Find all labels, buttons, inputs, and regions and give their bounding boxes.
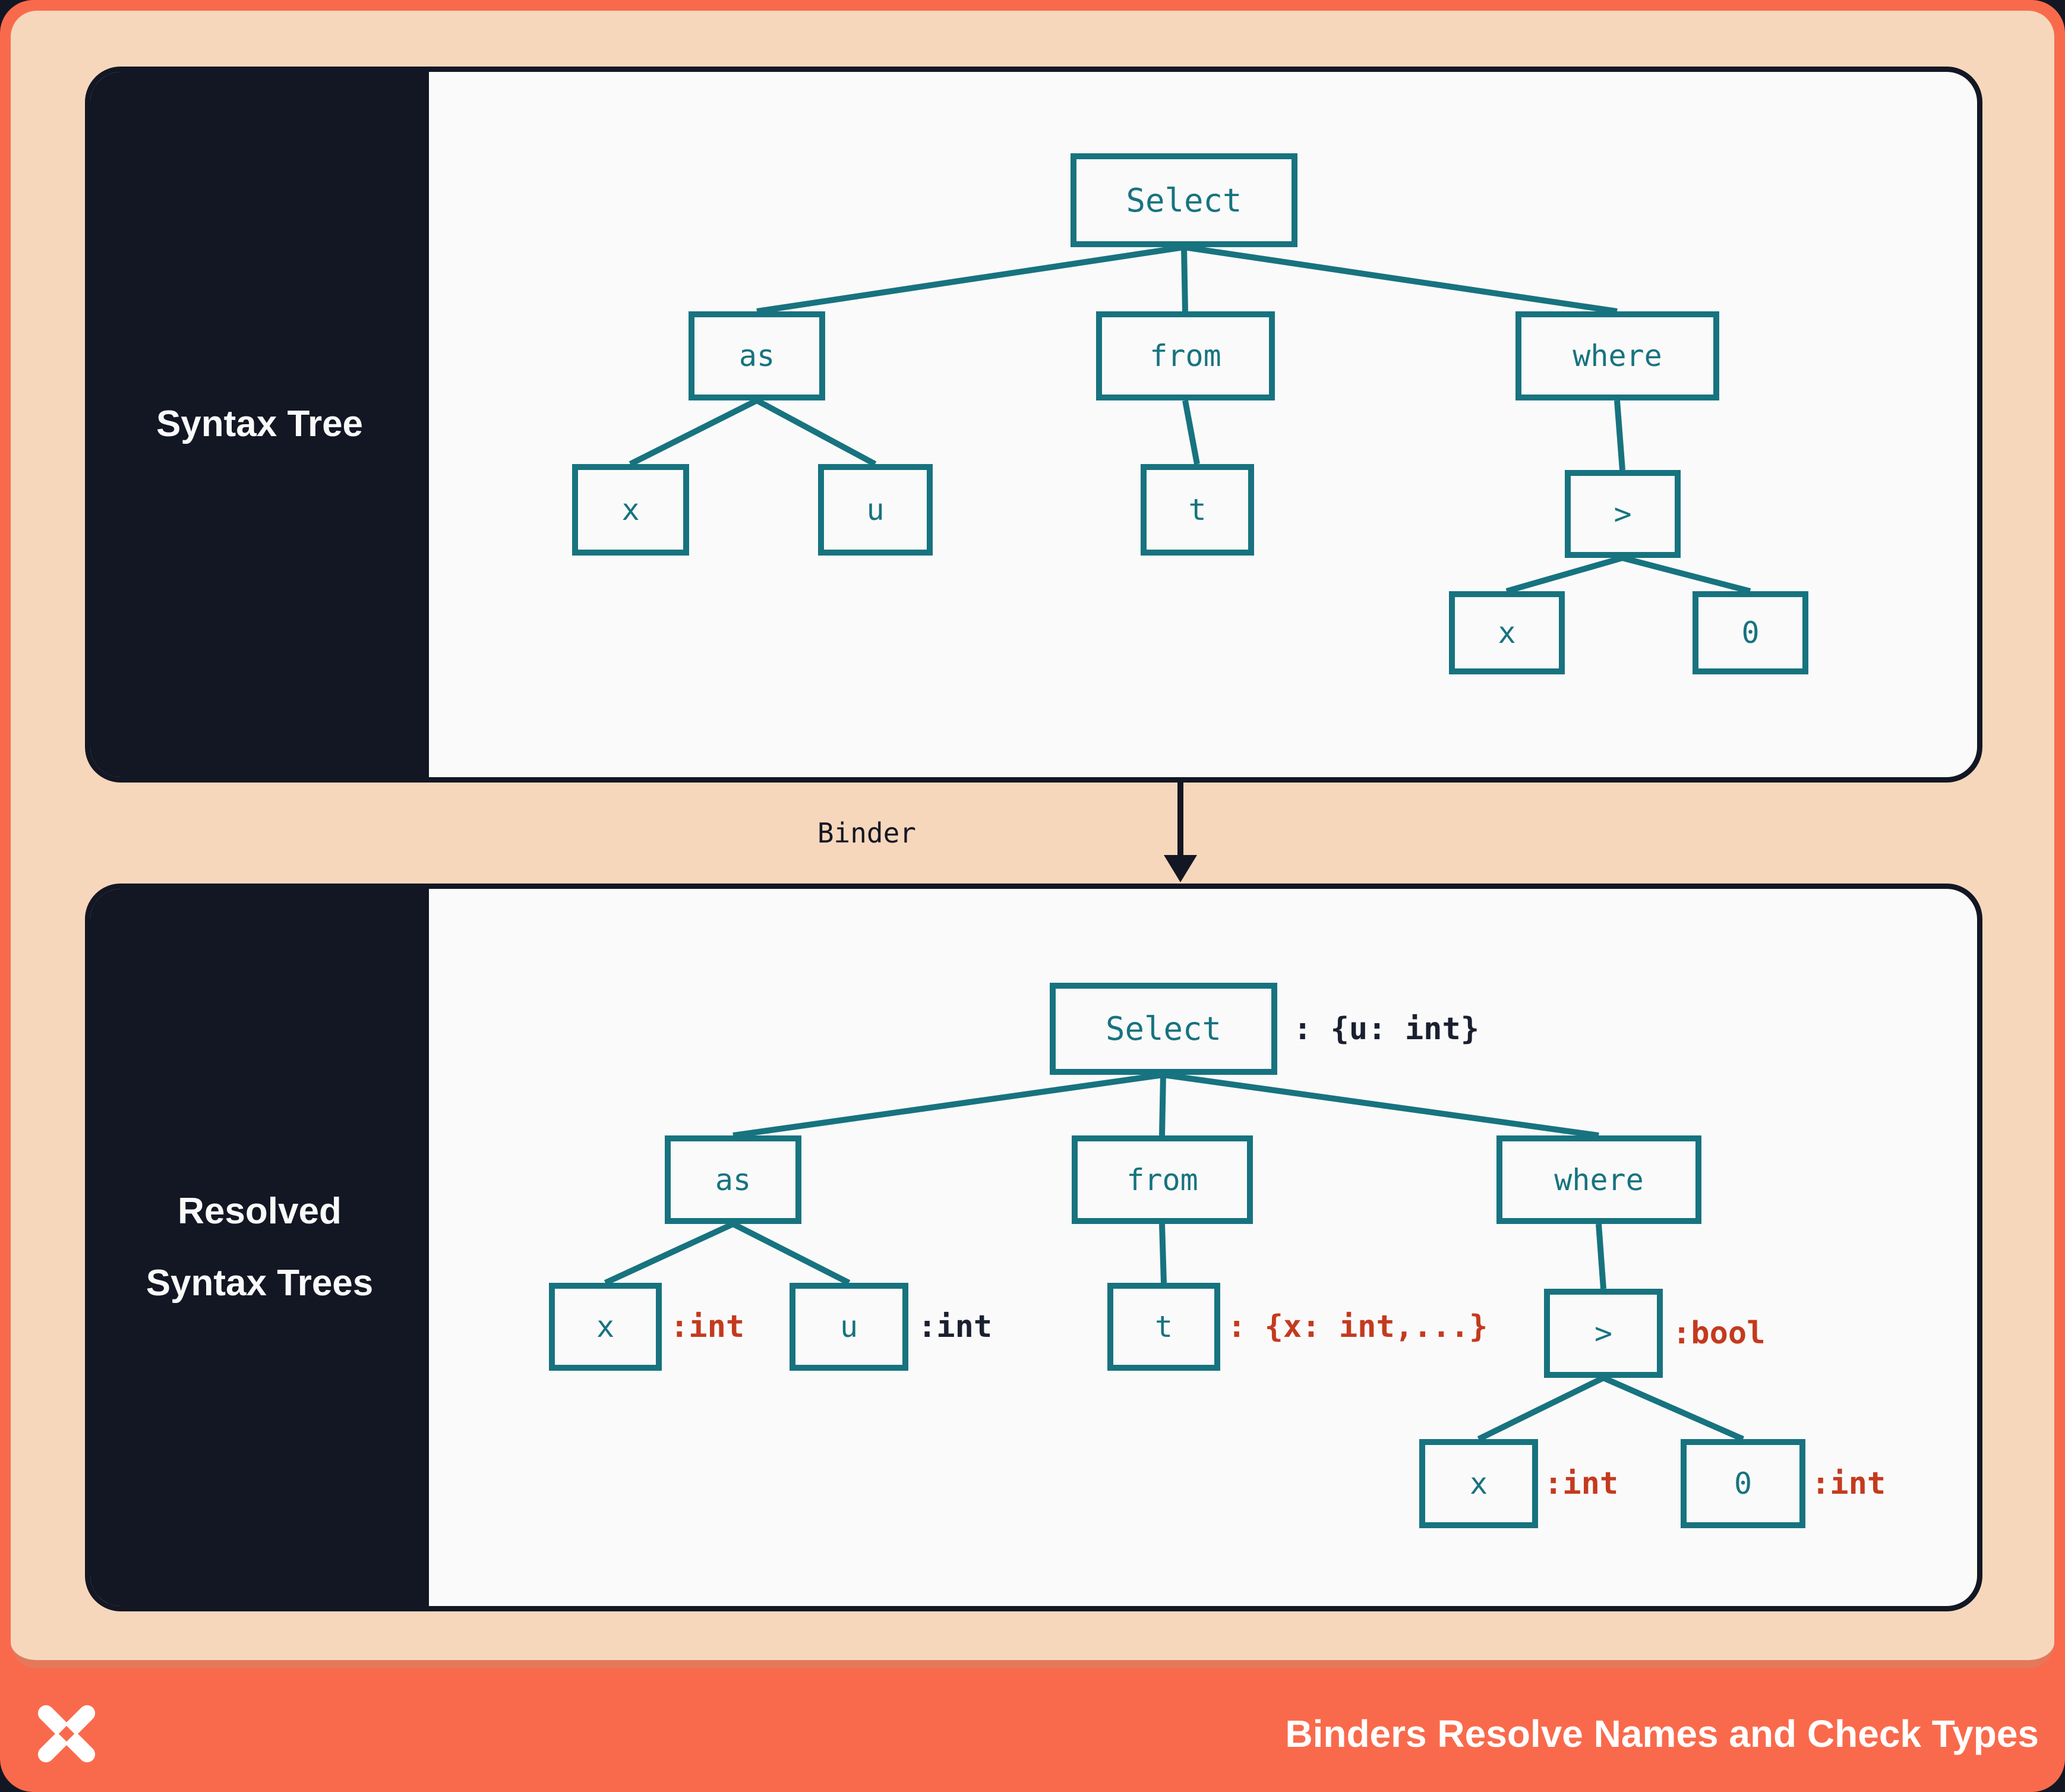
node-gt: >: [1565, 470, 1681, 558]
rnode-t: t: [1107, 1283, 1220, 1371]
node-where: where: [1515, 311, 1719, 400]
syntax-tree-panel: Syntax Tree Select: [85, 67, 1982, 783]
node-where-zero: 0: [1693, 591, 1808, 674]
node-where-x: x: [1449, 591, 1565, 674]
type-where-zero: :int: [1811, 1466, 1886, 1501]
rnode-where: where: [1496, 1135, 1701, 1224]
binder-label: Binder: [817, 817, 916, 849]
node-t: t: [1141, 464, 1254, 556]
resolved-title-line2: Syntax Trees: [146, 1262, 374, 1304]
resolved-syntax-trees-panel: Resolved Syntax Trees: [85, 884, 1982, 1611]
resolved-tree: Select : {u: int} as from where x :int u…: [90, 889, 1977, 1606]
footer-title: Binders Resolve Names and Check Types: [1285, 1712, 2039, 1755]
rnode-from: from: [1072, 1135, 1253, 1224]
binder-arrow-icon: [1164, 783, 1197, 882]
node-u: u: [818, 464, 933, 556]
syntax-tree-sidebar: Syntax Tree: [90, 72, 429, 777]
rnode-where-x: x: [1419, 1439, 1538, 1528]
resolved-title-line1: Resolved: [178, 1190, 342, 1232]
type-u: :int: [918, 1309, 993, 1345]
pinwheel-x-logo-icon: [37, 1705, 96, 1763]
type-x: :int: [670, 1309, 745, 1345]
resolved-title: Resolved Syntax Trees: [146, 1176, 374, 1320]
rnode-as: as: [665, 1135, 801, 1224]
type-t: : {x: int,...}: [1227, 1309, 1488, 1345]
rnode-x: x: [549, 1283, 662, 1371]
type-select: : {u: int}: [1293, 1011, 1480, 1047]
node-select: Select: [1071, 153, 1297, 247]
type-gt: :bool: [1672, 1315, 1766, 1351]
tree-edges: [629, 244, 1751, 594]
rnode-where-zero: 0: [1681, 1439, 1805, 1528]
node-x: x: [572, 464, 689, 556]
syntax-tree-title: Syntax Tree: [156, 403, 364, 445]
rnode-select: Select: [1050, 983, 1277, 1075]
rnode-gt: >: [1544, 1289, 1663, 1378]
binder-transition: Binder: [817, 783, 1485, 884]
syntax-tree: Select as from where x u t > x 0: [90, 72, 1977, 777]
node-from: from: [1096, 311, 1275, 400]
type-where-x: :int: [1544, 1466, 1619, 1501]
node-as: as: [689, 311, 825, 400]
resolved-tree-edges: [604, 1072, 1745, 1442]
rnode-u: u: [790, 1283, 908, 1371]
footer-bar: Binders Resolve Names and Check Types: [0, 1676, 2065, 1792]
resolved-sidebar: Resolved Syntax Trees: [90, 889, 429, 1606]
